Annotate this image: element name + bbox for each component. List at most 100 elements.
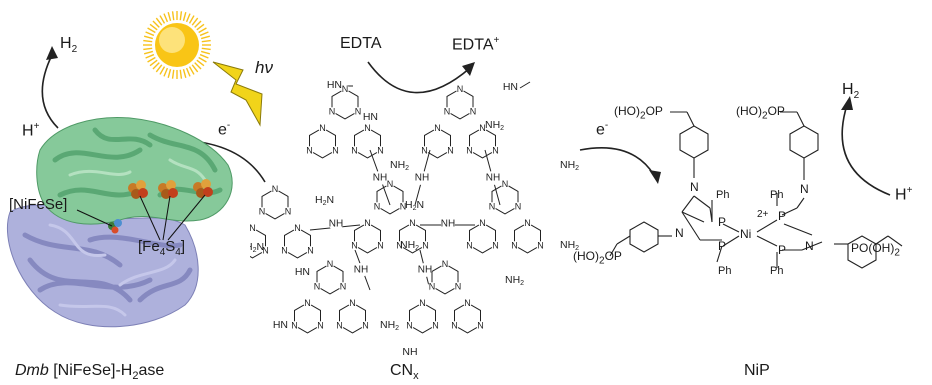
electron-label-right: e- bbox=[596, 120, 609, 139]
svg-text:N: N bbox=[432, 320, 439, 330]
svg-text:HN: HN bbox=[327, 79, 342, 91]
svg-text:N: N bbox=[396, 240, 403, 250]
svg-text:NH2: NH2 bbox=[380, 319, 399, 332]
svg-text:N: N bbox=[455, 281, 462, 291]
svg-text:N: N bbox=[421, 145, 428, 155]
svg-text:N: N bbox=[317, 320, 324, 330]
svg-text:N: N bbox=[364, 218, 371, 228]
svg-text:HN: HN bbox=[363, 111, 378, 123]
svg-text:N: N bbox=[306, 145, 313, 155]
h2-label-left: H2 bbox=[60, 35, 78, 56]
svg-text:N: N bbox=[515, 201, 522, 211]
svg-text:NH: NH bbox=[415, 173, 429, 184]
svg-text:NH: NH bbox=[402, 346, 417, 358]
svg-text:N: N bbox=[327, 259, 334, 269]
svg-text:N: N bbox=[524, 218, 531, 228]
svg-text:N: N bbox=[377, 145, 384, 155]
cnx-caption: CNx bbox=[390, 362, 419, 383]
svg-text:N: N bbox=[294, 223, 301, 233]
hplus-label-right: H+ bbox=[895, 185, 913, 204]
svg-text:N: N bbox=[387, 179, 394, 189]
svg-text:N: N bbox=[351, 145, 358, 155]
left-panel-graphics bbox=[6, 11, 266, 328]
svg-text:N: N bbox=[447, 145, 454, 155]
svg-text:N: N bbox=[442, 259, 449, 269]
ph-label-3: Ph bbox=[718, 265, 732, 277]
electron-label-left: e- bbox=[218, 120, 231, 139]
ph-label-2: Ph bbox=[770, 189, 784, 201]
svg-text:N: N bbox=[272, 184, 279, 194]
phosphonate-top-left: (HO)2OP bbox=[614, 104, 663, 122]
ph-label-4: Ph bbox=[770, 265, 784, 277]
edta-oxidation-arrow bbox=[367, 61, 471, 94]
svg-text:H2N: H2N bbox=[250, 241, 264, 254]
svg-text:H2N: H2N bbox=[405, 199, 424, 212]
nifese-active-site bbox=[108, 219, 122, 234]
n-atom-right: N bbox=[805, 239, 814, 253]
p-atom-4: P bbox=[778, 243, 787, 257]
svg-text:N: N bbox=[444, 106, 451, 116]
svg-text:N: N bbox=[470, 106, 477, 116]
svg-text:N: N bbox=[457, 84, 464, 94]
sun-icon bbox=[143, 11, 211, 79]
electron-transfer-arrow-right bbox=[579, 147, 655, 176]
svg-text:N: N bbox=[355, 106, 362, 116]
svg-text:NH2: NH2 bbox=[560, 239, 579, 252]
svg-text:N: N bbox=[259, 206, 266, 216]
svg-text:NH2: NH2 bbox=[485, 119, 504, 132]
edta-plus-label: EDTA+ bbox=[452, 35, 500, 54]
svg-text:N: N bbox=[464, 298, 471, 308]
svg-text:H2N: H2N bbox=[315, 194, 334, 207]
p-atom-2: P bbox=[718, 239, 727, 253]
svg-text:NH: NH bbox=[329, 219, 343, 230]
svg-text:N: N bbox=[489, 201, 496, 211]
svg-text:N: N bbox=[307, 245, 314, 255]
h2-evolution-arrow-right bbox=[841, 104, 891, 196]
svg-text:NH: NH bbox=[373, 173, 387, 184]
svg-text:N: N bbox=[409, 218, 416, 228]
h2-evolution-arrow bbox=[41, 54, 59, 129]
svg-text:NH: NH bbox=[486, 173, 500, 184]
svg-text:N: N bbox=[466, 145, 473, 155]
nip-caption: NiP bbox=[744, 362, 770, 379]
svg-text:N: N bbox=[419, 298, 426, 308]
svg-text:N: N bbox=[377, 240, 384, 250]
svg-text:N: N bbox=[451, 320, 458, 330]
svg-text:N: N bbox=[250, 223, 256, 233]
svg-text:NH2: NH2 bbox=[390, 159, 409, 172]
svg-text:N: N bbox=[340, 281, 347, 291]
svg-text:N: N bbox=[374, 201, 381, 211]
hplus-label-left: H+ bbox=[22, 121, 40, 140]
svg-text:N: N bbox=[502, 179, 509, 189]
svg-text:N: N bbox=[342, 84, 349, 94]
svg-text:N: N bbox=[314, 281, 321, 291]
svg-text:N: N bbox=[304, 298, 311, 308]
svg-text:N: N bbox=[364, 123, 371, 133]
phosphonate-bottom-right: PO(OH)2 bbox=[851, 241, 900, 259]
svg-text:HN: HN bbox=[273, 319, 288, 331]
p-atom-3: P bbox=[778, 209, 787, 223]
svg-text:NH2: NH2 bbox=[560, 159, 579, 172]
ph-label-1: Ph bbox=[716, 189, 730, 201]
svg-text:N: N bbox=[332, 145, 339, 155]
svg-text:N: N bbox=[479, 218, 486, 228]
edta-label: EDTA bbox=[340, 35, 382, 52]
svg-text:NH: NH bbox=[418, 265, 432, 276]
svg-text:N: N bbox=[329, 106, 336, 116]
p-atom-1: P bbox=[718, 215, 727, 229]
svg-text:N: N bbox=[477, 320, 484, 330]
svg-text:N: N bbox=[291, 320, 298, 330]
svg-text:NH: NH bbox=[441, 219, 455, 230]
protein-large-subunit bbox=[36, 117, 233, 225]
lightning-bolt-icon bbox=[212, 61, 263, 127]
svg-text:N: N bbox=[336, 320, 343, 330]
protein-small-subunit bbox=[6, 204, 199, 328]
svg-text:N: N bbox=[422, 240, 429, 250]
h2-label-right: H2 bbox=[842, 81, 860, 102]
svg-text:NH: NH bbox=[354, 265, 368, 276]
svg-text:N: N bbox=[362, 320, 369, 330]
svg-text:HN: HN bbox=[295, 266, 310, 278]
svg-text:HN: HN bbox=[503, 81, 518, 93]
svg-text:N: N bbox=[537, 240, 544, 250]
